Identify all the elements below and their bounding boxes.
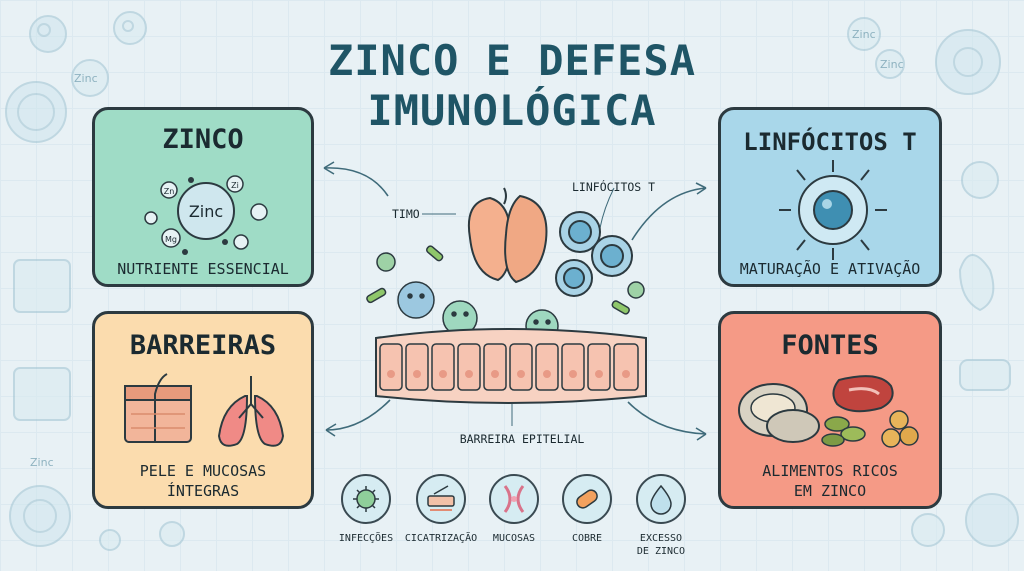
card-barreiras-title: BARREIRAS [129, 330, 277, 361]
zinc-ion-label-3: Mg [165, 235, 177, 244]
decor-zinc-label-3: Zinc [880, 58, 904, 71]
bottom-label-mucosas: MUCOSAS [492, 533, 536, 544]
zinc-center-label: Zinc [189, 202, 223, 221]
card-linfocitos-subtitle: MATURAÇÃO E ATIVAÇÃO [739, 260, 921, 278]
bottom-label-cicatrizacao: CICATRIZAÇÃO [404, 533, 478, 544]
thymus-icon [468, 187, 548, 284]
wound-icon [416, 474, 466, 524]
mucosa-icon [489, 474, 539, 524]
microbes-icon [366, 245, 645, 343]
decor-zinc-label-4: Zinc [30, 456, 54, 469]
label-linfocitos-t: LINFÓCITOS T [572, 180, 656, 194]
capsule-icon [562, 474, 612, 524]
arrow-to-barreiras [325, 399, 391, 431]
card-linfocitos-title: LINFÓCITOS T [743, 128, 917, 156]
label-timo: TIMO [392, 207, 420, 221]
bottom-label-cobre: COBRE [571, 533, 603, 544]
card-fontes: FONTES ALIMENTOS RICOS EM ZINCO [718, 311, 942, 509]
card-zinco-subtitle: NUTRIENTE ESSENCIAL [117, 260, 289, 278]
zinc-ion-label-2: Zi [231, 181, 239, 190]
skin-lungs-icon [124, 373, 285, 447]
bottom-label-infeccoes: INFECÇÕES [338, 533, 394, 544]
bottom-label-excesso-line1: EXCESSO [639, 533, 683, 544]
card-fontes-subtitle-1: ALIMENTOS RICOS [762, 462, 898, 480]
decor-zinc-label-2: Zinc [852, 28, 876, 41]
card-zinco: ZINCO Zinc Zn Zi Mg NUTRIENTE ESSENCIAL [92, 107, 314, 287]
arrow-to-linfocitos [631, 187, 707, 241]
card-barreiras: BARREIRAS PELE E MUCOSAS ÍNTEGRAS [92, 311, 314, 509]
bottom-label-excesso-line2: DE ZINCO [636, 546, 686, 557]
card-fontes-title: FONTES [781, 330, 879, 361]
food-sources-icon [738, 375, 919, 448]
decor-zinc-label-1: Zinc [74, 72, 98, 85]
label-barreira-epitelial: BARREIRA EPITELIAL [459, 432, 585, 446]
virus-icon [341, 474, 391, 524]
bottom-label-excesso: EXCESSO DE ZINCO [616, 532, 706, 558]
drop-icon [636, 474, 686, 524]
zinc-ion-label-1: Zn [164, 187, 175, 196]
card-linfocitos: LINFÓCITOS T MATURAÇÃO E ATIVAÇÃO [718, 107, 942, 287]
arrow-to-zinco [323, 167, 389, 197]
zinc-molecule-icon: Zinc Zn Zi Mg [144, 175, 268, 255]
page-title-line1: ZINCO E DEFESA [327, 36, 696, 85]
arrow-to-fontes [627, 401, 707, 435]
card-fontes-subtitle-2: EM ZINCO [793, 482, 867, 500]
lymphocyte-icon [779, 160, 887, 260]
card-barreiras-subtitle-1: PELE E MUCOSAS [139, 462, 267, 480]
lymphocyte-cells-icon [555, 211, 633, 297]
card-barreiras-subtitle-2: ÍNTEGRAS [166, 482, 240, 500]
card-zinco-title: ZINCO [162, 124, 244, 155]
page-title-line2: IMUNOLÓGICA [367, 86, 657, 135]
epithelial-barrier-icon [375, 328, 647, 404]
